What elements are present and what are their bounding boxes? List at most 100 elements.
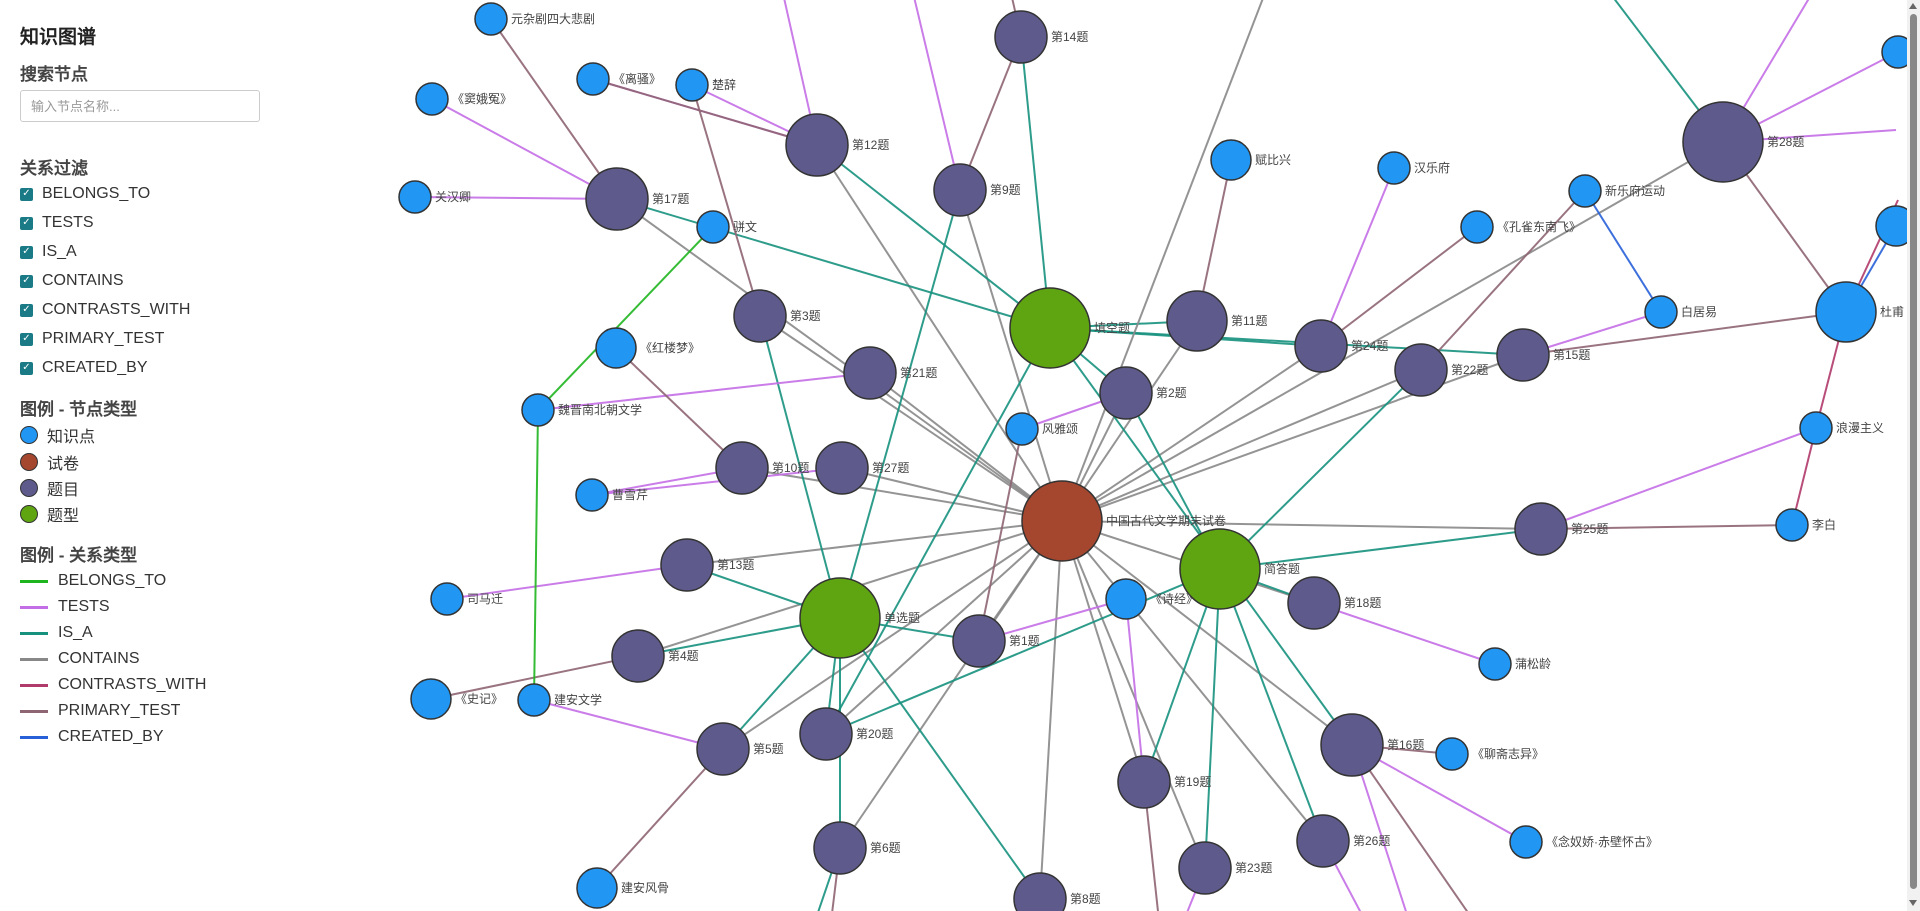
graph-node[interactable]: 元杂剧四大悲剧 [474,2,595,36]
graph-node[interactable]: 第16题 [1320,713,1424,777]
graph-node[interactable]: 《念奴娇·赤壁怀古》 [1509,825,1658,859]
node-circle[interactable] [611,629,665,683]
graph-node[interactable]: 第6题 [813,821,901,875]
graph-node[interactable]: 第18题 [1287,576,1381,630]
graph-node[interactable]: 第23题 [1178,841,1272,895]
node-circle[interactable] [1496,328,1550,382]
graph-node[interactable]: 曹雪芹 [575,478,648,512]
graph-node[interactable]: 赋比兴 [1210,139,1291,181]
graph-node[interactable]: 单选题 [799,577,920,659]
graph-node[interactable]: 第4题 [611,629,699,683]
node-circle[interactable] [1320,713,1384,777]
graph-node[interactable]: 第12题 [785,113,889,177]
node-circle[interactable] [1013,872,1067,911]
node-circle[interactable] [1105,578,1147,620]
node-circle[interactable] [815,441,869,495]
node-circle[interactable] [517,683,551,717]
graph-node[interactable]: 白居易 [1644,295,1717,329]
graph-node[interactable]: 建安文学 [517,683,602,717]
graph-node[interactable]: 骈文 [696,210,757,244]
graph-node[interactable]: 《离骚》 [576,62,661,96]
scrollbar-thumb[interactable] [1910,14,1917,889]
node-circle[interactable] [1287,576,1341,630]
graph-node[interactable]: 第14题 [994,10,1088,64]
filter-is-a[interactable]: ✓IS_A [20,242,77,262]
node-circle[interactable] [576,867,618,909]
node-circle[interactable] [1294,319,1348,373]
node-circle[interactable] [1179,528,1261,610]
graph-node[interactable]: 《诗经》 [1105,578,1198,620]
node-circle[interactable] [1099,366,1153,420]
vertical-scrollbar[interactable] [1907,0,1920,911]
filter-primary-test[interactable]: ✓PRIMARY_TEST [20,329,164,349]
graph-node[interactable]: 第15题 [1496,328,1590,382]
node-circle[interactable] [1478,647,1512,681]
node-circle[interactable] [1568,174,1602,208]
graph-node[interactable]: 第26题 [1296,814,1390,868]
node-circle[interactable] [660,538,714,592]
node-circle[interactable] [410,678,452,720]
graph-node[interactable]: 第9题 [933,163,1021,217]
graph-node[interactable]: 第13题 [660,538,754,592]
graph-node[interactable]: 蒲松龄 [1478,647,1551,681]
node-circle[interactable] [1815,281,1877,343]
node-circle[interactable] [398,180,432,214]
node-circle[interactable] [1775,508,1809,542]
graph-node[interactable]: 魏晋南北朝文学 [521,393,642,427]
node-circle[interactable] [1377,151,1411,185]
node-circle[interactable] [1514,502,1568,556]
graph-node[interactable]: 关汉卿 [398,180,471,214]
node-circle[interactable] [1166,290,1228,352]
graph-node[interactable]: 第25题 [1514,502,1608,556]
node-circle[interactable] [813,821,867,875]
graph-node[interactable]: 杜甫 [1815,281,1904,343]
filter-contrasts-with[interactable]: ✓CONTRASTS_WITH [20,300,190,320]
node-circle[interactable] [1117,755,1171,809]
graph-node[interactable]: 第21题 [843,346,937,400]
graph-node[interactable]: 《聊斋志异》 [1435,737,1544,771]
graph-node[interactable]: 汉乐府 [1377,151,1450,185]
graph-node[interactable]: 第22题 [1394,343,1488,397]
node-circle[interactable] [1460,210,1494,244]
checkbox-checked-icon[interactable]: ✓ [20,332,33,346]
graph-node[interactable]: 建安风骨 [576,867,669,909]
graph-node[interactable]: 中国古代文学期末试卷 [1021,480,1226,562]
node-circle[interactable] [585,167,649,231]
node-circle[interactable] [1394,343,1448,397]
checkbox-checked-icon[interactable]: ✓ [20,216,33,230]
node-circle[interactable] [575,478,609,512]
graph-node[interactable]: 第2题 [1099,366,1187,420]
node-circle[interactable] [843,346,897,400]
graph-node[interactable]: 第8题 [1013,872,1101,911]
graph-node[interactable]: 第1题 [952,614,1040,668]
node-circle[interactable] [576,62,610,96]
graph-node[interactable]: 第28题 [1682,101,1804,183]
graph-node[interactable]: 新乐府运动 [1568,174,1665,208]
node-circle[interactable] [430,582,464,616]
checkbox-checked-icon[interactable]: ✓ [20,274,33,288]
node-circle[interactable] [1021,480,1103,562]
scroll-down-arrow-icon[interactable] [1909,900,1917,906]
node-circle[interactable] [1009,287,1091,369]
node-circle[interactable] [1178,841,1232,895]
graph-node[interactable]: 简答题 [1179,528,1300,610]
node-circle[interactable] [696,210,730,244]
graph-node[interactable]: 第20题 [799,707,893,761]
node-circle[interactable] [799,707,853,761]
graph-node[interactable]: 第3题 [733,289,821,343]
node-circle[interactable] [521,393,555,427]
node-circle[interactable] [733,289,787,343]
node-circle[interactable] [1799,411,1833,445]
node-circle[interactable] [1435,737,1469,771]
graph-node[interactable]: 楚辞 [675,68,736,102]
graph-node[interactable]: 第19题 [1117,755,1211,809]
filter-contains[interactable]: ✓CONTAINS [20,271,123,291]
node-circle[interactable] [474,2,508,36]
node-circle[interactable] [799,577,881,659]
node-circle[interactable] [1005,412,1039,446]
graph-node[interactable]: 《红楼梦》 [595,327,700,369]
node-circle[interactable] [785,113,849,177]
checkbox-checked-icon[interactable]: ✓ [20,361,33,375]
graph-node[interactable]: 《孔雀东南飞》 [1460,210,1581,244]
